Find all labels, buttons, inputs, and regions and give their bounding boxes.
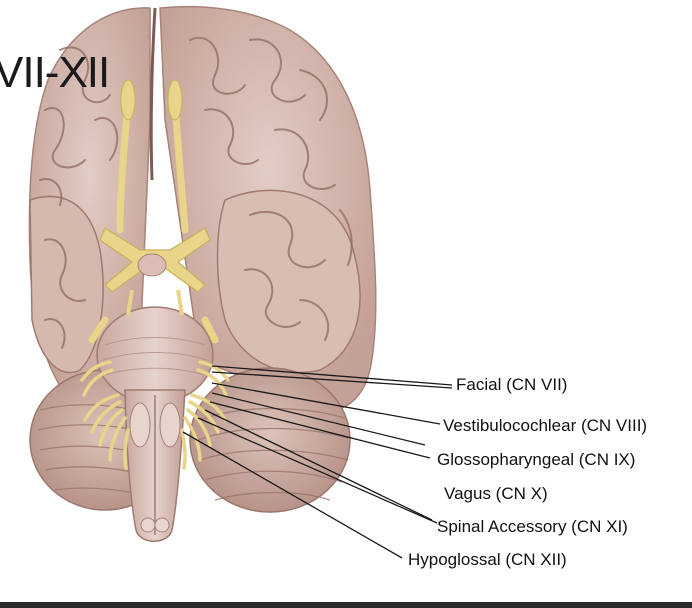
label-spinal-accessory: Spinal Accessory (CN XI) xyxy=(437,517,628,536)
label-vagus: Vagus (CN X) xyxy=(444,484,548,503)
right-temporal-lobe xyxy=(216,189,361,374)
label-facial: Facial (CN VII) xyxy=(456,375,568,394)
olfactory-tracts xyxy=(116,79,189,234)
label-glossopharyngeal: Glossopharyngeal (CN IX) xyxy=(437,450,636,469)
slide-title: VII-XII xyxy=(0,48,110,97)
cerebellum-right xyxy=(189,367,351,513)
label-vestibulocochlear: Vestibulocochlear (CN VIII) xyxy=(443,416,648,435)
label-hypoglossal: Hypoglossal (CN XII) xyxy=(408,550,567,569)
bottom-border xyxy=(0,602,692,608)
pons xyxy=(96,306,214,404)
leader-lines xyxy=(182,365,453,559)
